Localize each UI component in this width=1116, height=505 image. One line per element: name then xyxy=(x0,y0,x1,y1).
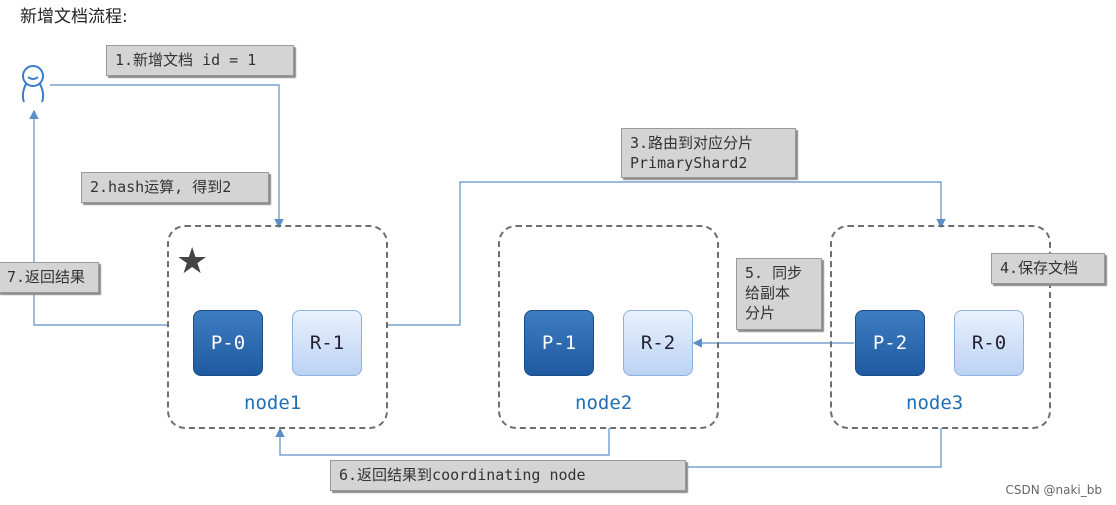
shard-p2: P-2 xyxy=(855,310,925,376)
node2-label: node2 xyxy=(575,392,633,414)
shard-r2: R-2 xyxy=(623,310,693,376)
node1-box xyxy=(167,225,388,429)
step1-label: 1.新增文档 id = 1 xyxy=(106,45,294,76)
step6-label: 6.返回结果到coordinating node xyxy=(330,460,686,491)
arrow-step7 xyxy=(29,109,167,326)
arrow-step3 xyxy=(388,181,946,326)
shard-p1: P-1 xyxy=(524,310,594,376)
step3-label: 3.路由到对应分片 PrimaryShard2 xyxy=(621,128,796,178)
shard-r1: R-1 xyxy=(292,310,362,376)
shard-r0: R-0 xyxy=(954,310,1024,376)
step2-label: 2.hash运算, 得到2 xyxy=(81,172,269,203)
page-title: 新增文档流程: xyxy=(20,7,128,27)
shard-p0: P-0 xyxy=(193,310,263,376)
node1-label: node1 xyxy=(244,392,302,414)
node3-box xyxy=(830,225,1051,429)
arrow-step1 xyxy=(50,84,284,229)
user-icon xyxy=(21,65,45,103)
step5-label: 5. 同步 给副本 分片 xyxy=(736,258,822,330)
coordinating-star-icon: ★ xyxy=(176,241,209,282)
step7-label: 7.返回结果 xyxy=(0,262,99,293)
arrow-step6 xyxy=(275,427,610,456)
step4-label: 4.保存文档 xyxy=(991,253,1105,284)
node2-box xyxy=(498,225,719,429)
watermark: CSDN @naki_bb xyxy=(1005,483,1102,497)
node3-label: node3 xyxy=(906,392,964,414)
arrow-step6b xyxy=(609,428,942,468)
